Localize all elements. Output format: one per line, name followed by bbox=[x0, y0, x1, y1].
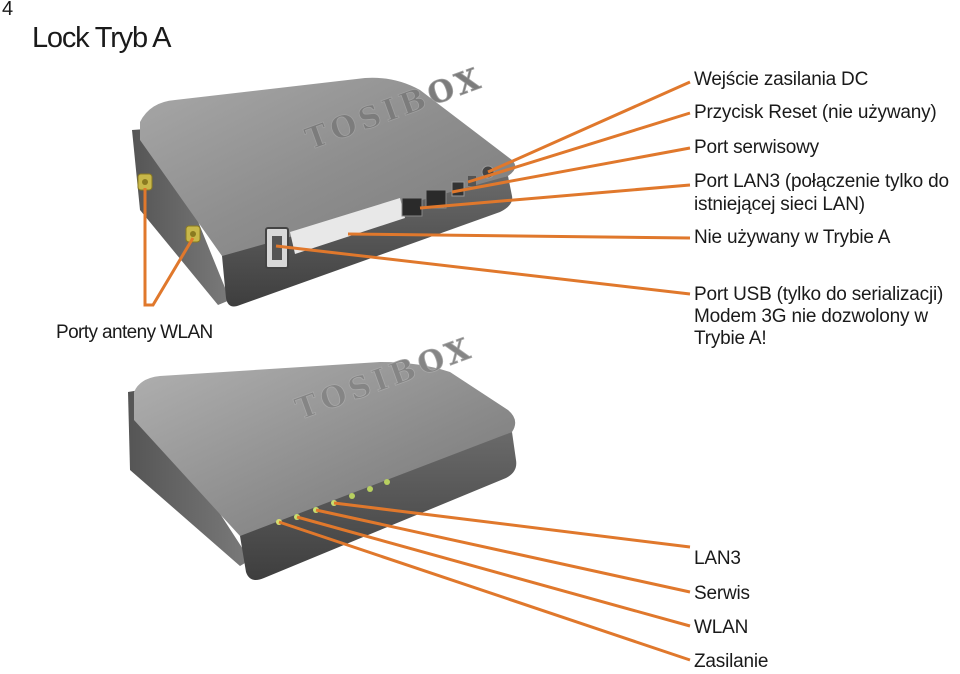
device-rear-left-side bbox=[132, 128, 230, 305]
antenna-connector-2 bbox=[185, 225, 201, 243]
label-usb: Port USB (tylko do serializacji) Modem 3… bbox=[694, 284, 944, 349]
label-lan3-line1: Port LAN3 (połączenie tylko do bbox=[694, 171, 949, 192]
device-rear-panel bbox=[222, 176, 513, 307]
label-led-lan3: LAN3 bbox=[694, 548, 741, 569]
callout-antenna bbox=[143, 188, 195, 307]
callout-led-service bbox=[315, 508, 691, 594]
callout-reset bbox=[467, 111, 691, 184]
device-front-panel bbox=[240, 432, 517, 580]
callout-led-power bbox=[278, 520, 691, 662]
label-led-power: Zasilanie bbox=[694, 651, 769, 672]
label-service-port: Port serwisowy bbox=[694, 137, 819, 158]
callout-led-lan3 bbox=[333, 501, 691, 549]
callout-usb bbox=[275, 244, 691, 296]
label-dc-input: Wejście zasilania DC bbox=[694, 69, 869, 90]
label-reset: Przycisk Reset (nie używany) bbox=[694, 102, 937, 123]
callout-unused bbox=[347, 232, 691, 240]
page-number: 4 bbox=[2, 0, 14, 20]
device-front-top bbox=[134, 362, 516, 543]
led-6 bbox=[367, 486, 373, 492]
callout-lan3 bbox=[419, 183, 691, 210]
led-5 bbox=[349, 493, 355, 499]
antenna-connector-1 bbox=[137, 173, 153, 191]
label-wlan-antenna: Porty anteny WLAN bbox=[56, 322, 213, 343]
callout-lines bbox=[143, 80, 691, 662]
usb-port-inner bbox=[272, 236, 282, 260]
callout-service bbox=[451, 146, 691, 194]
device-rear-top bbox=[140, 77, 516, 264]
device-rear-sticker bbox=[290, 198, 405, 254]
callout-dc bbox=[487, 80, 691, 174]
page-title: Lock Tryb A bbox=[32, 22, 172, 54]
label-led-wlan: WLAN bbox=[694, 617, 749, 638]
device-rear-view: TOSIBOX bbox=[132, 60, 516, 307]
device-front-view: TOSIBOX bbox=[128, 330, 517, 580]
led-7 bbox=[384, 479, 390, 485]
callout-led-wlan bbox=[296, 515, 691, 628]
label-unused: Nie używany w Trybie A bbox=[694, 227, 891, 248]
lan-port-1 bbox=[401, 197, 423, 217]
label-lan3-line2: istniejącej sieci LAN) bbox=[694, 194, 865, 215]
label-led-service: Serwis bbox=[694, 583, 750, 604]
